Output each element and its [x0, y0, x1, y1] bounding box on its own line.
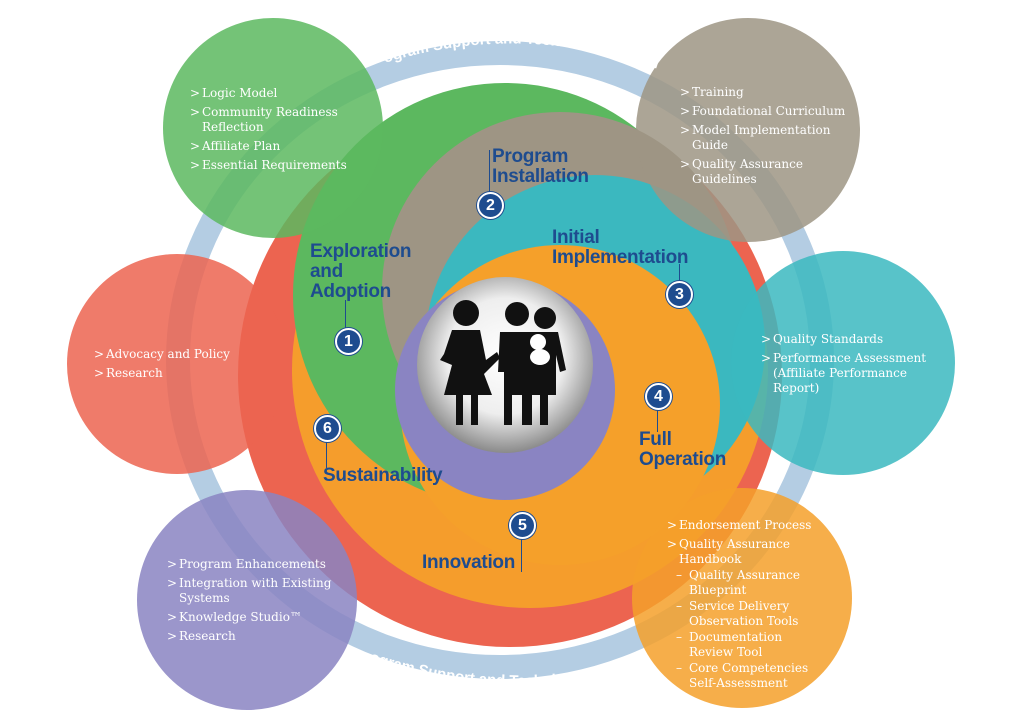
red-bubble-list: Advocacy and Policy Research: [94, 347, 264, 385]
stage-1-number-badge: 1: [335, 328, 362, 355]
stage-3-label: Initial Implementation: [552, 227, 689, 268]
stage-5-number-badge: 5: [509, 512, 536, 539]
list-item: Performance Assessment (Affiliate Perfor…: [761, 351, 946, 396]
family-icon: [440, 300, 566, 425]
list-item: Essential Requirements: [190, 158, 360, 173]
stage-4-connector: [657, 408, 658, 432]
stage-6-connector: [326, 440, 327, 468]
list-item: Foundational Curriculum: [680, 104, 850, 119]
list-item: Research: [167, 629, 352, 644]
list-item: Quality Standards: [761, 332, 946, 347]
gray-bubble-list: Training Foundational Curriculum Model I…: [680, 85, 850, 191]
stage-2-connector: [489, 150, 490, 192]
list-item: Quality Assurance Handbook: [667, 537, 827, 567]
red-bubble: [67, 254, 287, 474]
purple-bubble-list: Program Enhancements Integration with Ex…: [167, 557, 352, 648]
list-item: Affiliate Plan: [190, 139, 360, 154]
list-item: Training: [680, 85, 850, 100]
stage-6-label: Sustainability: [323, 465, 443, 486]
list-item: Knowledge Studio™: [167, 610, 352, 625]
list-item: Community Readiness Reflection: [190, 105, 360, 135]
list-item: Quality Assurance Guidelines: [680, 157, 850, 187]
green-bubble-list: Logic Model Community Readiness Reflecti…: [190, 86, 360, 177]
list-item: Program Enhancements: [167, 557, 352, 572]
list-item: Endorsement Process: [667, 518, 827, 533]
orange-bubble-list: Endorsement Process Quality Assurance Ha…: [667, 518, 827, 692]
teal-bubble-list: Quality Standards Performance Assessment…: [761, 332, 946, 400]
list-item: Logic Model: [190, 86, 360, 101]
stage-4-number-badge: 4: [645, 383, 672, 410]
list-item: Research: [94, 366, 264, 381]
stage-1-label: Exploration and Adoption: [310, 241, 412, 302]
sub-list-item: Quality Assurance Blueprint: [667, 568, 827, 598]
stage-2-number-badge: 2: [477, 192, 504, 219]
stage-3-connector: [679, 264, 680, 281]
stage-5-connector: [521, 536, 522, 572]
sub-list-item: Documentation Review Tool: [667, 630, 827, 660]
stage-1-connector: [345, 300, 346, 328]
stage-4-label: Full Operation: [639, 429, 727, 470]
stage-6-number-badge: 6: [314, 415, 341, 442]
stage-5-label: Innovation: [422, 552, 516, 573]
sub-list-item: Service Delivery Observation Tools: [667, 599, 827, 629]
sub-list-item: Core Competencies Self-Assessment: [667, 661, 827, 691]
stage-3-number-badge: 3: [666, 281, 693, 308]
list-item: Model Implementation Guide: [680, 123, 850, 153]
list-item: Advocacy and Policy: [94, 347, 264, 362]
list-item: Integration with Existing Systems: [167, 576, 352, 606]
stage-2-label: Program Installation: [492, 146, 589, 187]
